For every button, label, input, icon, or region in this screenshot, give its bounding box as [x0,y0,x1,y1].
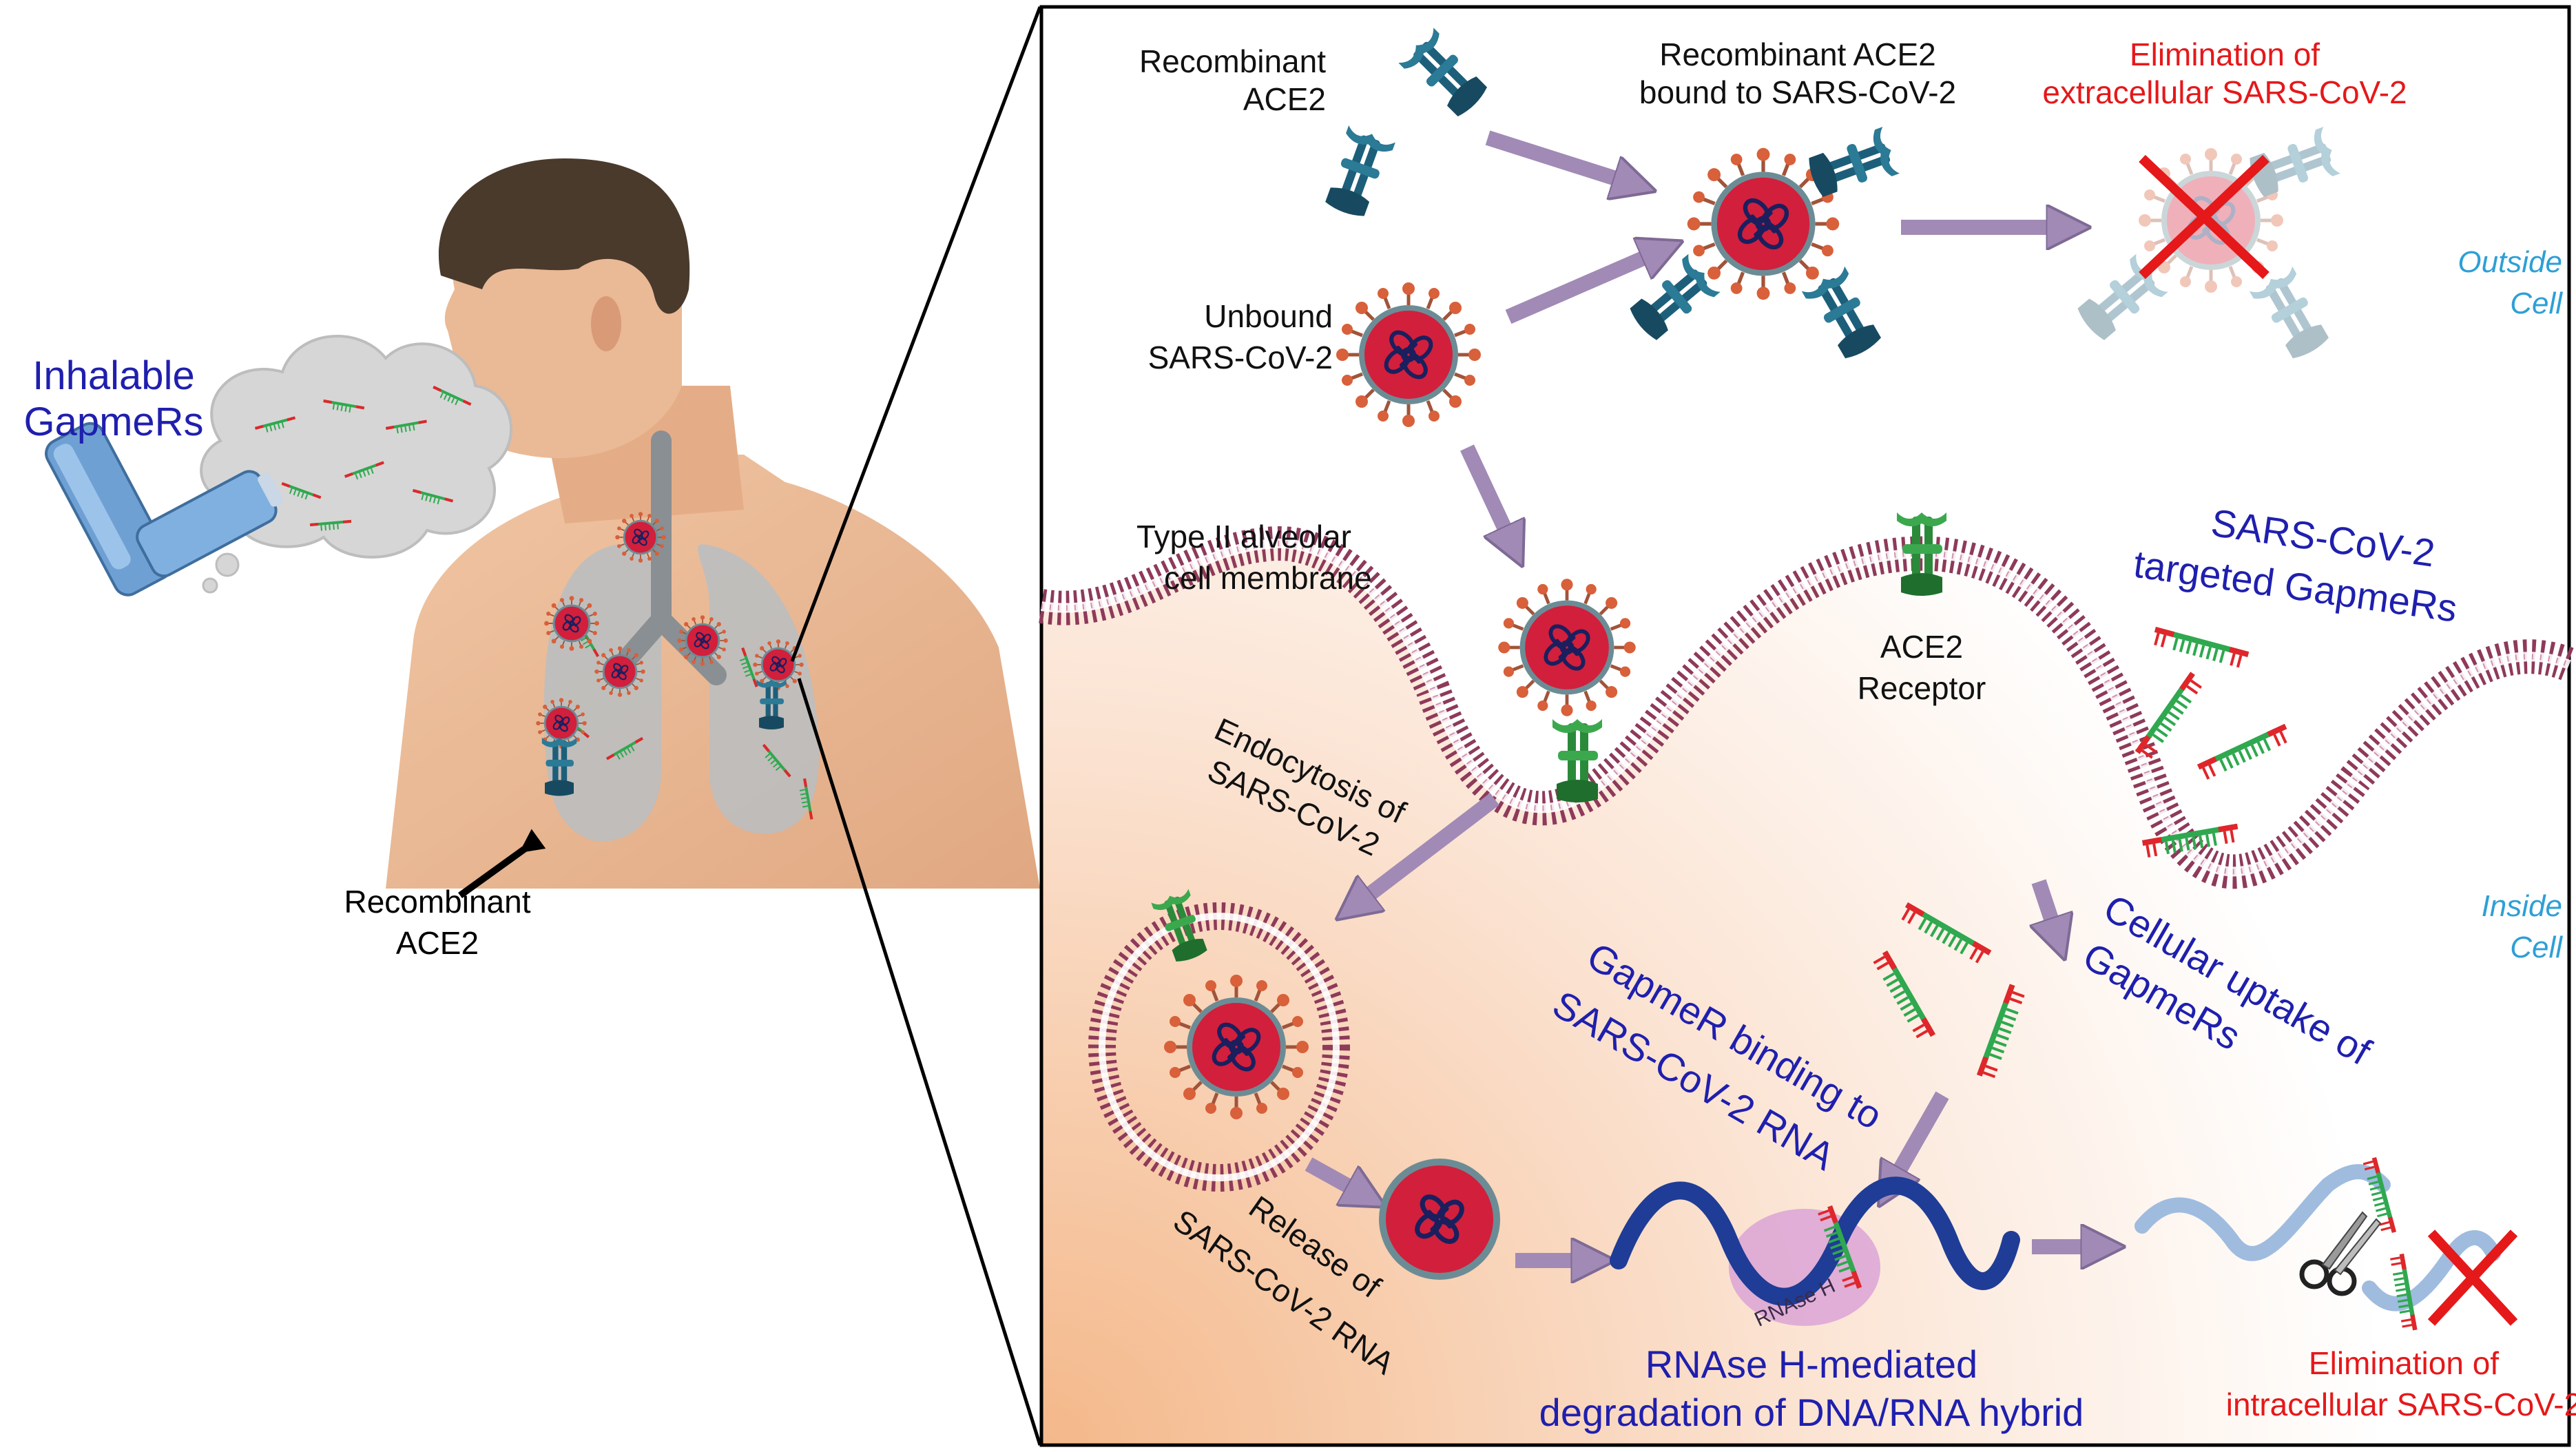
endosome [1088,902,1350,1192]
virus-small [676,614,729,667]
elimination-intra-line2: intracellular SARS-CoV-2 [2226,1387,2576,1422]
inhalable-label-line1: Inhalable [32,353,194,398]
process-arrows [1305,130,2108,1261]
recombinant-ace2-line1: Recombinant [1139,43,1326,79]
red-cross-icon-intra [2427,1230,2518,1326]
recombinant-pointer-arrow [458,829,546,899]
hair [438,158,690,314]
unbound-label-line2: SARS-CoV-2 [1148,340,1333,375]
ace2-receptor-line1: ACE2 [1880,629,1963,665]
virus-attached [1498,579,1636,716]
zoom-line-top [790,6,1042,662]
left-recombinant-line1: Recombinant [344,884,530,920]
inhalable-label-line2: GapmeRs [23,400,203,444]
bound-label-line2: bound to SARS-CoV-2 [1639,74,1956,110]
arrow-unbound-to-membrane [1460,444,1515,551]
inside-cell-line2: Cell [2510,931,2563,964]
arrow-gapmer-binding [1887,1091,1949,1192]
ace2-receptor-line2: Receptor [1858,670,1986,706]
right-panel: RNAse H Recombinant ACE2 Recombinant ACE… [1039,5,2576,1447]
left-recombinant-line2: ACE2 [396,925,479,961]
inhaler-icon [45,422,284,597]
left-illustration: Inhalable GapmeRs Recombinant ACE2 [23,6,1042,1446]
inside-cell-line1: Inside [2482,889,2562,923]
virus-small [543,594,601,652]
virus-endocytosed [1164,975,1309,1119]
elimination-extra-line1: Elimination of [2130,37,2320,72]
unbound-label-line1: Unbound [1204,298,1333,334]
membrane-label-line1: Type II alveolar [1136,519,1351,554]
elimination-extra-line2: extracellular SARS-CoV-2 [2042,74,2407,110]
elimination-intra-line1: Elimination of [2309,1345,2499,1381]
arrow-to-endocytosis [1350,793,1499,909]
rnase-mediated-line1: RNAse H-mediated [1645,1342,1977,1386]
red-cross-icon [2139,154,2269,280]
virus-unbound [1336,282,1481,427]
outside-cell-line1: Outside [2458,245,2562,279]
arrow-cellular-uptake [2039,879,2059,944]
degraded-rna-1 [2134,1164,2391,1261]
ear [591,296,621,351]
cell-membrane [1039,526,2576,889]
membrane-label-line2: cell membrane [1164,560,1372,596]
virus-released [1379,1159,1500,1280]
virus-small [614,511,667,563]
right-lung [698,544,820,834]
recombinant-ace2-line2: ACE2 [1243,81,1326,117]
rnase-mediated-line2: degradation of DNA/RNA hybrid [1539,1391,2084,1434]
virus-small [594,645,646,698]
panel-border [1039,5,2571,1447]
scissors-icon [2299,1211,2382,1296]
zoom-line-bottom [797,678,1042,1446]
arrow-ace2-to-bound [1485,130,1639,186]
arrow-to-release [1305,1157,1371,1199]
bound-label-line1: Recombinant ACE2 [1659,37,1935,72]
outside-cell-line2: Cell [2510,287,2563,320]
arrow-unbound-to-bound [1505,248,1667,324]
